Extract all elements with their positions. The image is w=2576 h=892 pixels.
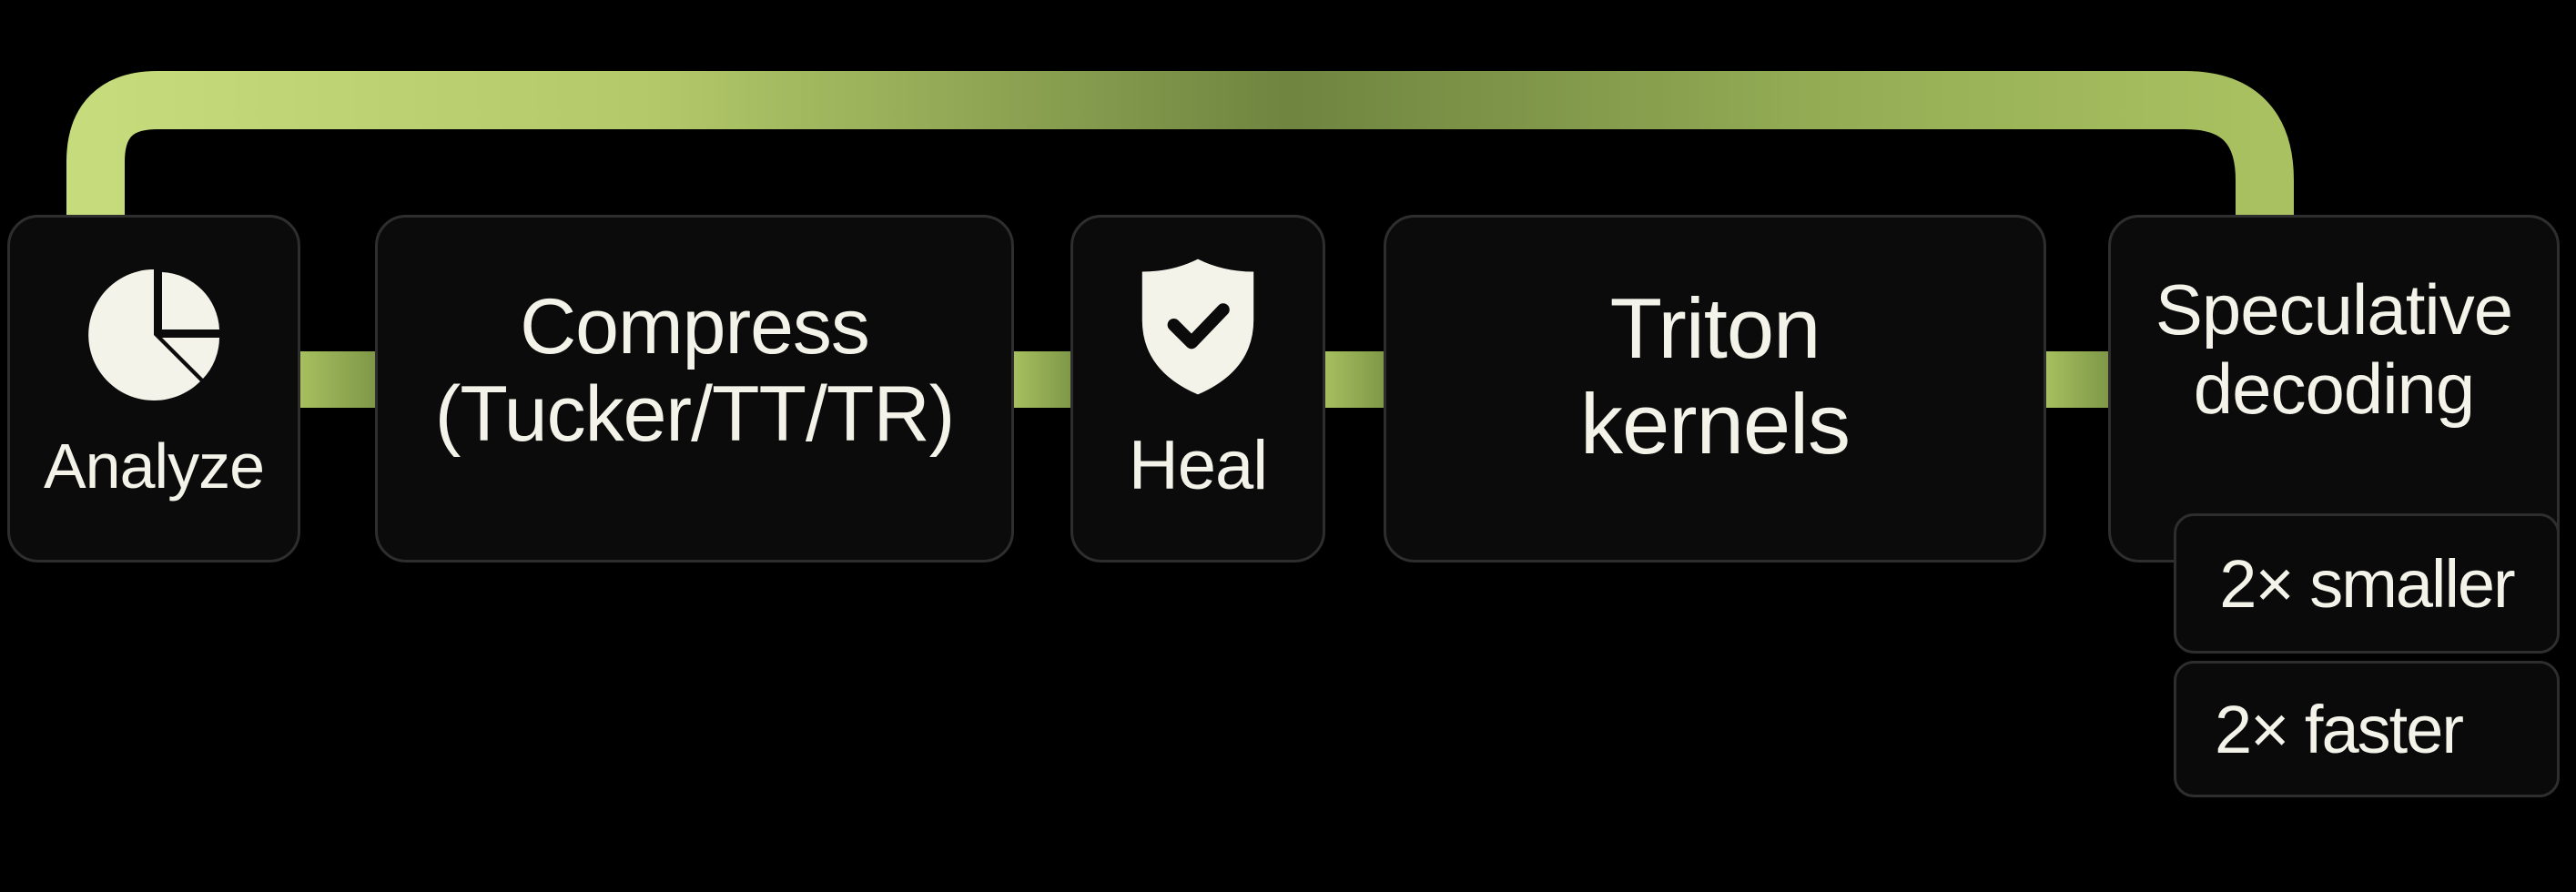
- node-heal: Heal: [1070, 215, 1325, 563]
- badge-2x-smaller: 2× smaller: [2174, 513, 2560, 654]
- node-analyze: Analyze: [7, 215, 300, 563]
- node-speculative-decoding: Speculative decoding: [2108, 215, 2560, 563]
- node-heal-label: Heal: [1128, 427, 1268, 505]
- badge-smaller-label: 2× smaller: [2219, 545, 2515, 622]
- connector-analyze-compress: [300, 351, 375, 408]
- badge-2x-faster: 2× faster: [2174, 661, 2560, 797]
- node-compress: Compress (Tucker/TT/TR): [375, 215, 1014, 563]
- node-analyze-label: Analyze: [43, 430, 265, 502]
- node-compress-label: Compress (Tucker/TT/TR): [434, 282, 955, 458]
- node-triton-kernels: Triton kernels: [1384, 215, 2046, 563]
- pie-chart-icon: [88, 269, 219, 400]
- connector-compress-heal: [1014, 351, 1070, 408]
- badge-faster-label: 2× faster: [2215, 691, 2464, 767]
- node-triton-label: Triton kernels: [1579, 279, 1851, 471]
- connector-triton-speculative: [2046, 351, 2108, 408]
- node-speculative-label: Speculative decoding: [2155, 269, 2513, 430]
- shield-check-icon: [1141, 259, 1254, 395]
- connector-heal-triton: [1325, 351, 1384, 408]
